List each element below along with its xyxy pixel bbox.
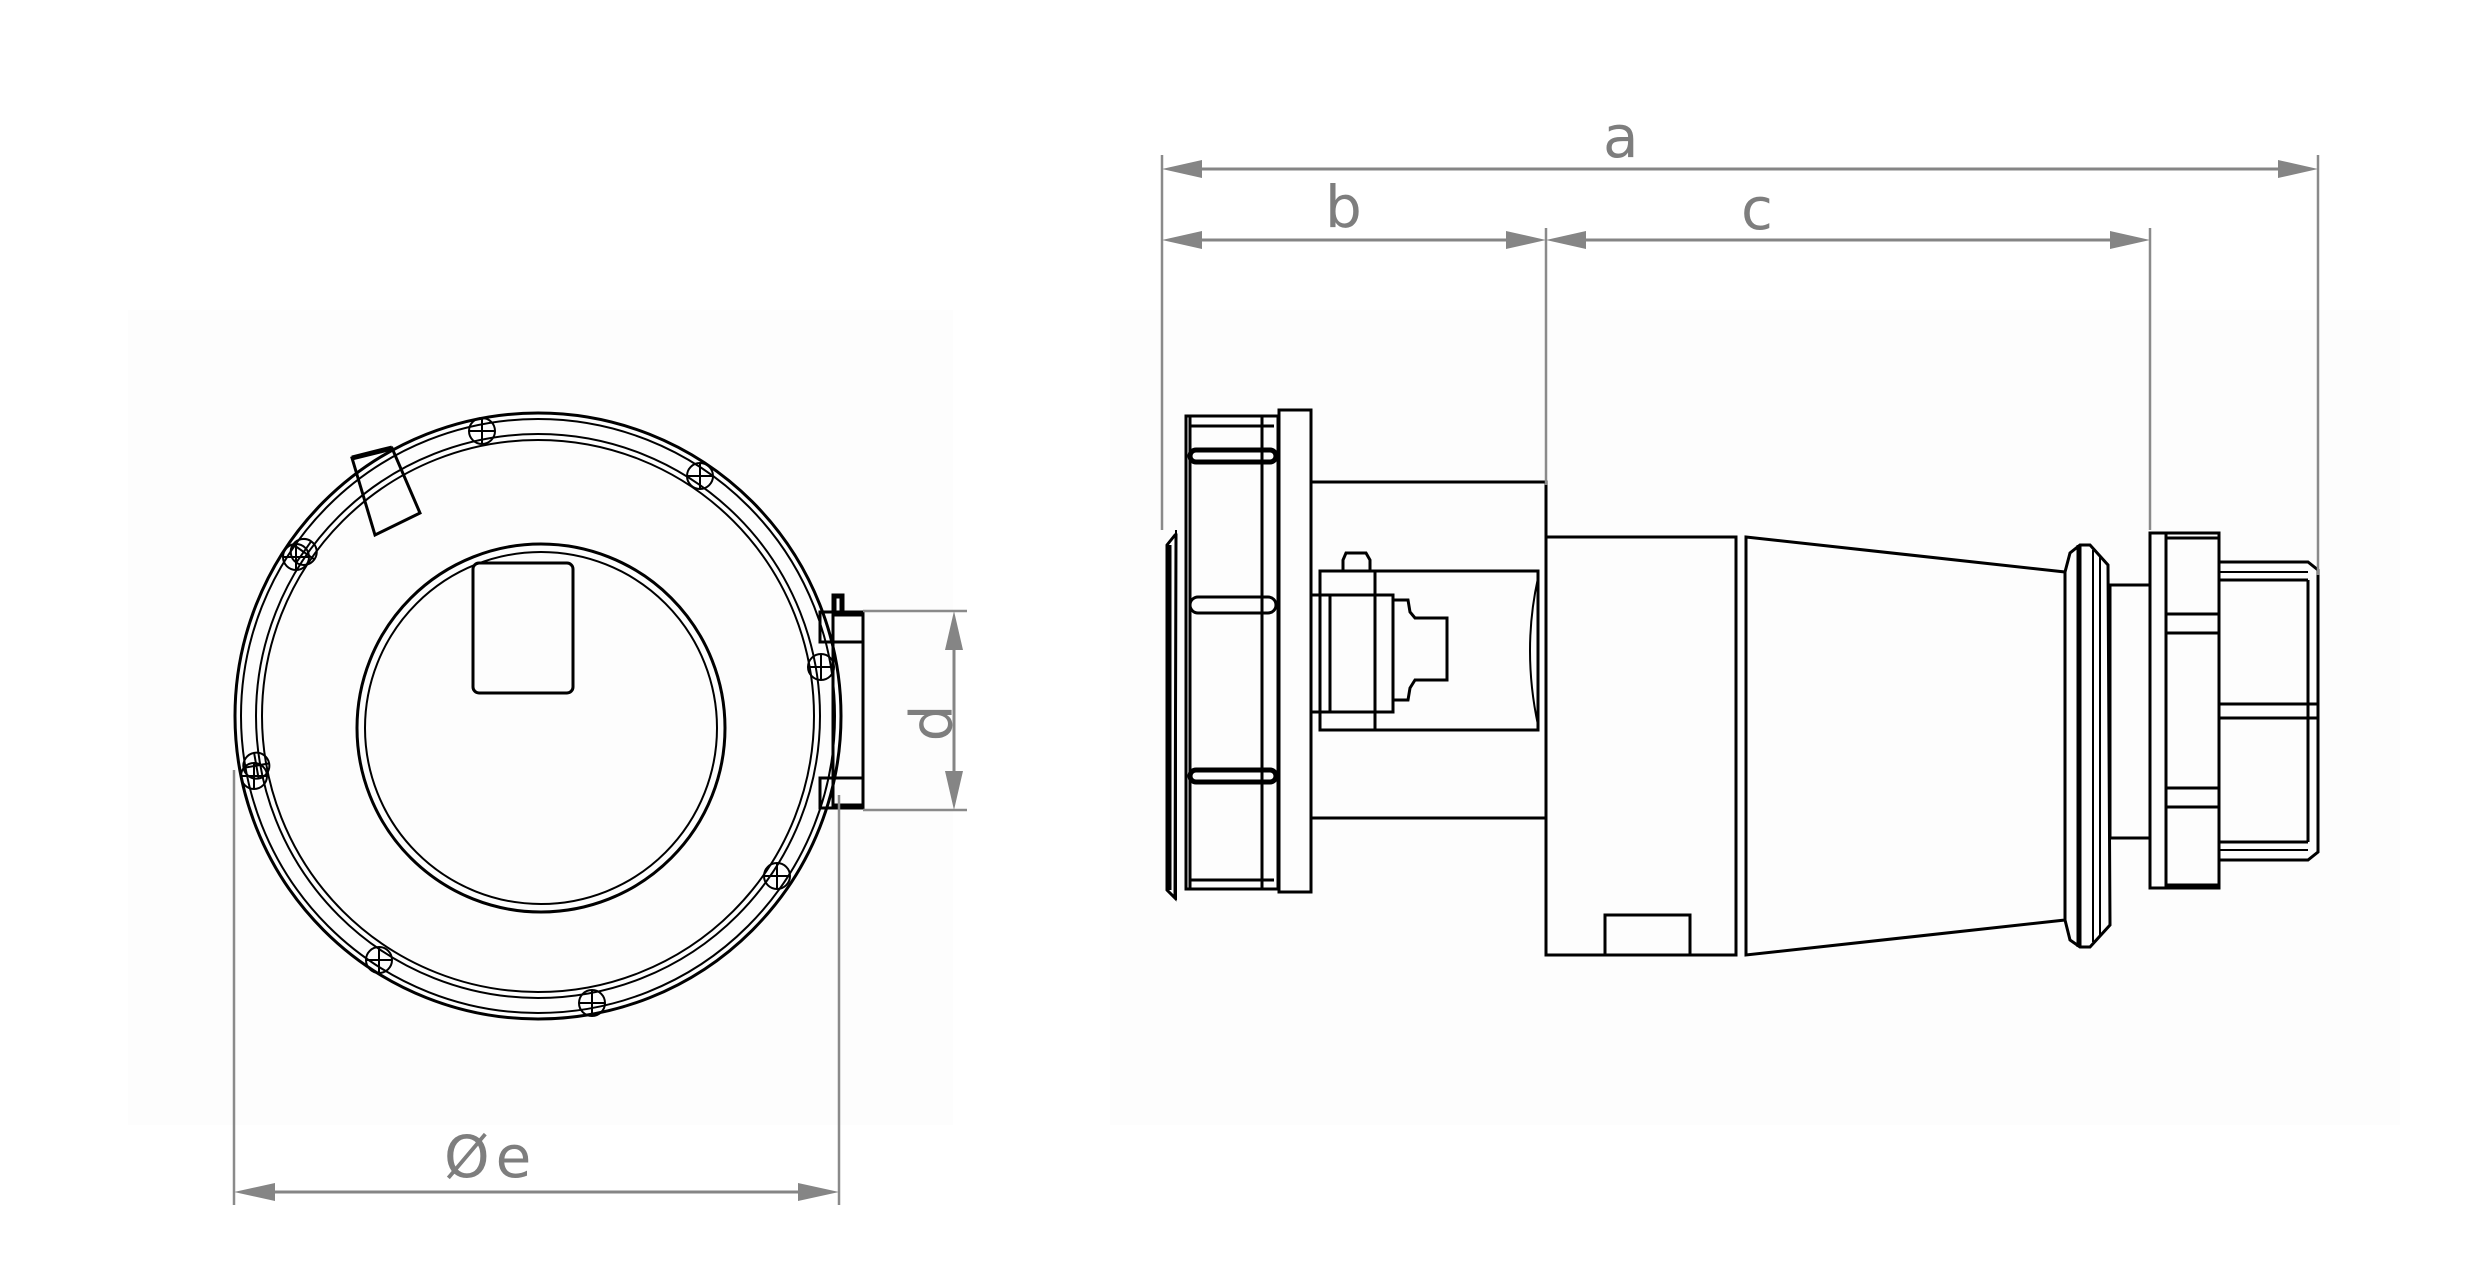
label-b: b	[1325, 173, 1362, 241]
label-e-letter: e	[495, 1123, 532, 1191]
side-view	[1165, 408, 2320, 957]
flange-nut	[1184, 414, 1280, 891]
dimension-b	[1162, 228, 1548, 485]
side-box	[818, 593, 865, 810]
sealing-ring	[2063, 543, 2112, 949]
dimension-a	[1160, 155, 2320, 575]
gland-nut	[2148, 531, 2221, 890]
front-face-plate	[1165, 530, 1178, 902]
flange-screws	[240, 417, 835, 1017]
label-a: a	[1603, 103, 1639, 171]
label-d: d	[897, 704, 966, 742]
gland-cap	[2219, 560, 2320, 862]
dimension-c	[1546, 228, 2152, 530]
latch-tab	[350, 445, 422, 538]
diameter-symbol: Ø	[444, 1123, 490, 1191]
label-c: c	[1741, 175, 1773, 243]
dimension-e	[232, 770, 841, 1205]
inner-face	[355, 542, 727, 914]
dimension-d	[863, 609, 967, 812]
outer-ring	[233, 411, 843, 1021]
front-view-panel	[128, 310, 953, 1125]
front-view	[233, 411, 865, 1021]
side-view-panel	[1110, 310, 2400, 1125]
body-box	[1309, 480, 1548, 820]
socket-insert	[471, 561, 575, 695]
